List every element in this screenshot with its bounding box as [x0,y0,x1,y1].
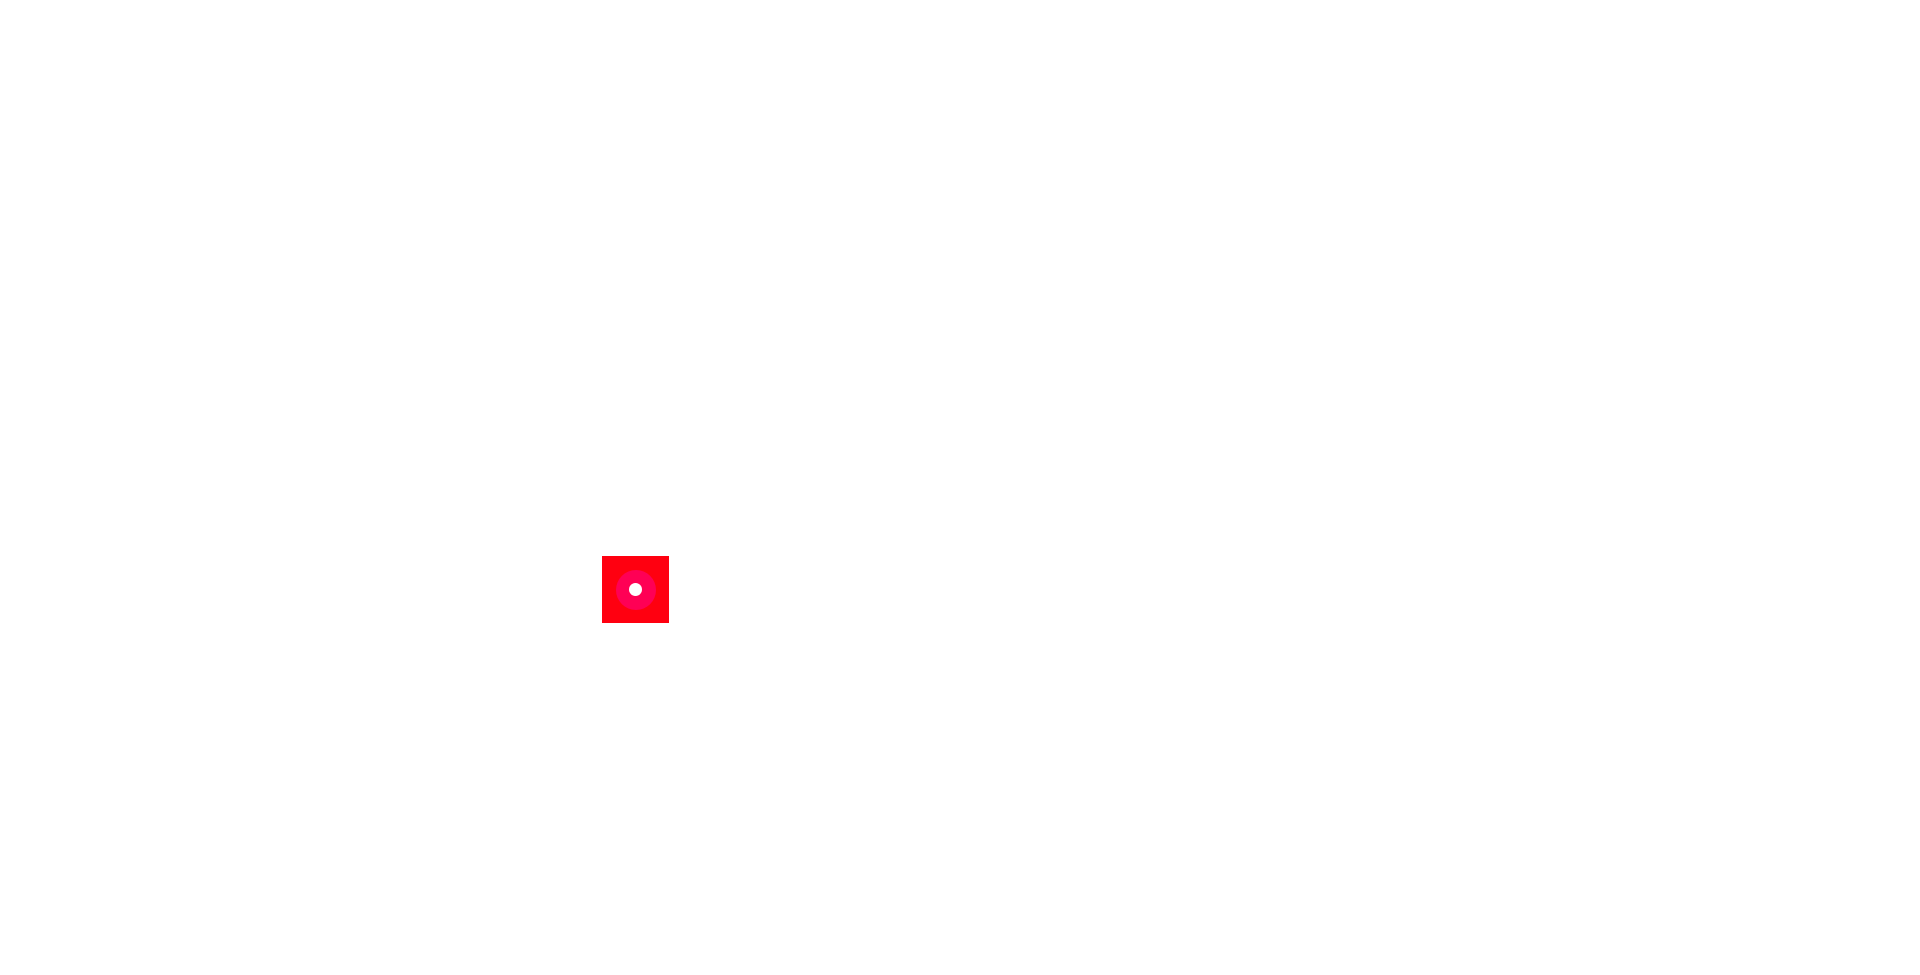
target-center-dot-icon [629,583,642,596]
target-ring-icon [615,569,656,610]
target-marker[interactable] [602,556,669,623]
